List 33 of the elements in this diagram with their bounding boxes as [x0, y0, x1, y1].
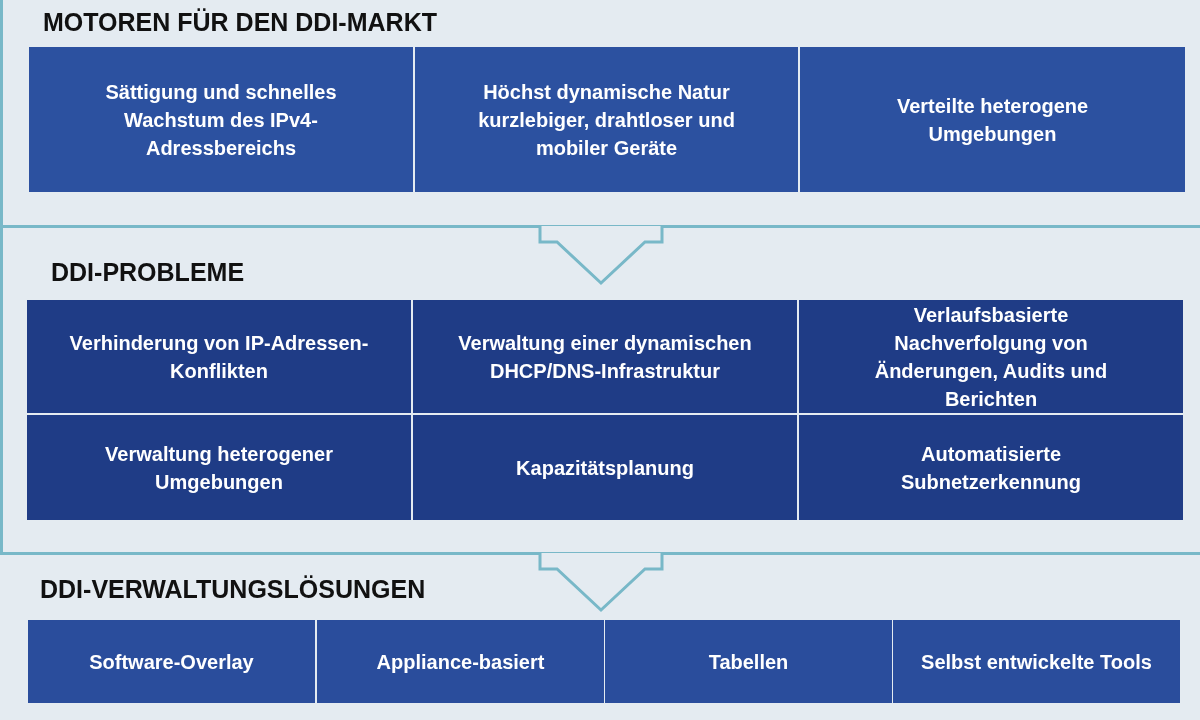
text-box	[893, 620, 1180, 703]
box-label: Höchst dynamische Natur kurzlebiger, drahtloser und mobiler Geräte	[477, 79, 736, 161]
text-box	[605, 620, 892, 703]
text-box	[799, 300, 1183, 413]
section-panel	[0, 0, 1200, 228]
box-label: Verteilte heterogene Umgebungen	[895, 93, 1090, 147]
text-box	[800, 47, 1185, 192]
box-label: Verhinderung von IP-Adressen-Konflikten	[69, 330, 369, 384]
box-label: Verwaltung heterogener Umgebungen	[104, 441, 334, 495]
box-label: Tabellen	[708, 649, 789, 675]
chevron-arrow	[538, 224, 664, 286]
text-box	[799, 415, 1183, 520]
text-box	[317, 620, 604, 703]
box-label: Selbst entwickelte Tools	[921, 649, 1152, 675]
text-box	[29, 47, 413, 192]
text-box	[27, 300, 411, 413]
section-heading: DDI-VERWALTUNGSLÖSUNGEN	[40, 575, 426, 604]
section-heading: MOTOREN FÜR DEN DDI-MARKT	[43, 8, 437, 37]
box-label: Automatisierte Subnetzerkennung	[900, 441, 1082, 495]
text-box	[27, 415, 411, 520]
box-label: Appliance-basiert	[376, 649, 545, 675]
box-label: Verwaltung einer dynamischen DHCP/DNS-Infrastruktur	[457, 330, 753, 384]
box-label: Verlaufsbasierte Nachverfolgung von Änderungen, Audits und Berichten	[873, 302, 1109, 412]
section-panel	[0, 228, 1200, 555]
chevron-arrow	[538, 551, 664, 613]
box-label: Software-Overlay	[89, 649, 254, 675]
section-heading: DDI-PROBLEME	[51, 258, 245, 287]
text-box	[28, 620, 315, 703]
box-label: Sättigung und schnelles Wachstum des IPv4-Adressbereichs	[104, 79, 338, 161]
text-box	[415, 47, 798, 192]
box-label: Kapazitätsplanung	[516, 455, 694, 481]
text-box	[413, 415, 797, 520]
text-box	[413, 300, 797, 413]
